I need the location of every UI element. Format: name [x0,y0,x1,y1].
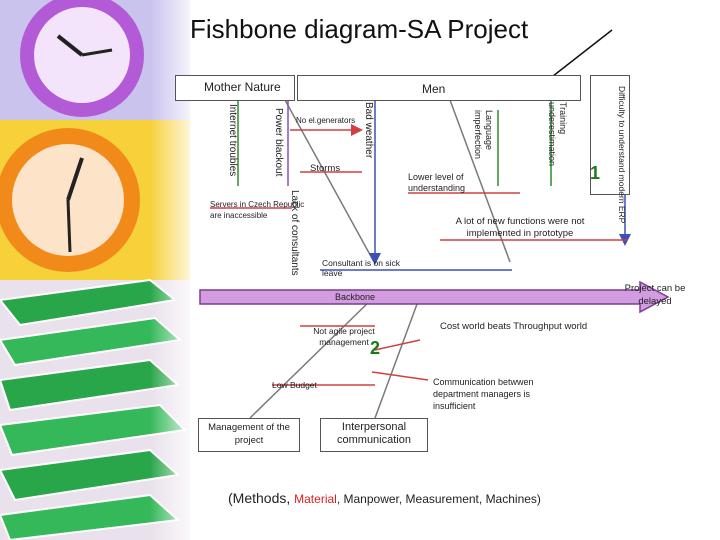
footer-open: (Methods, [228,490,295,506]
footer-categories: (Methods, Material, Manpower, Measuremen… [228,490,541,506]
cause-difficulty-erp-box: Difficulty to understand modern ERP [590,75,630,223]
category-interpersonal: Interpersonal communication [320,418,428,452]
marker-one: 1 [590,163,601,183]
category-mother-nature: Mother Nature [175,75,295,101]
cause-new-functions: A lot of new functions were not implemen… [455,216,585,239]
backbone-label: Backbone [335,292,376,302]
marker-two: 2 [370,338,381,358]
category-men: Men [297,75,581,101]
bone-men [449,99,511,263]
page-title: Fishbone diagram-SA Project [190,14,529,44]
category-management: Management of the project [198,418,300,452]
cause-power-blackout: Power blackout [273,108,284,177]
bone-management [249,295,376,419]
cause-low-budget: Low Budget [272,380,317,390]
cause-servers-czech: Servers in Czech Republic are inaccessib… [210,200,305,220]
cause-no-el-generators: No el.generators [296,116,356,125]
bone-mother-nature [284,99,375,263]
footer-material: Material [294,492,337,506]
cause-storms: Storms [310,163,341,174]
footer-rest: , Manpower, Measurement, Machines) [336,492,541,506]
effect-label: Project can be delayed [624,283,686,307]
cause-lower-level-understanding: Lower level of understanding [408,172,466,193]
cause-consultant-sick: Consultant is on sick leave [322,258,400,278]
cause-internet-troubles: Internet troubles [227,104,238,177]
books-image [0,278,188,540]
cause-communication-managers: Communication betwwen department manager… [433,377,534,411]
cause-cost-world: Cost world beats Throughput world [440,321,588,332]
cause-training-underestimation: Training underestimation [547,102,568,167]
bone-interpersonal [374,295,421,419]
cause-bad-weather: Bad weather [363,102,374,159]
cause-not-agile: Not agile project management [313,326,375,347]
purple-clock-image [20,0,144,117]
backbone-arrow [199,280,670,314]
orange-clock-image [0,128,140,272]
